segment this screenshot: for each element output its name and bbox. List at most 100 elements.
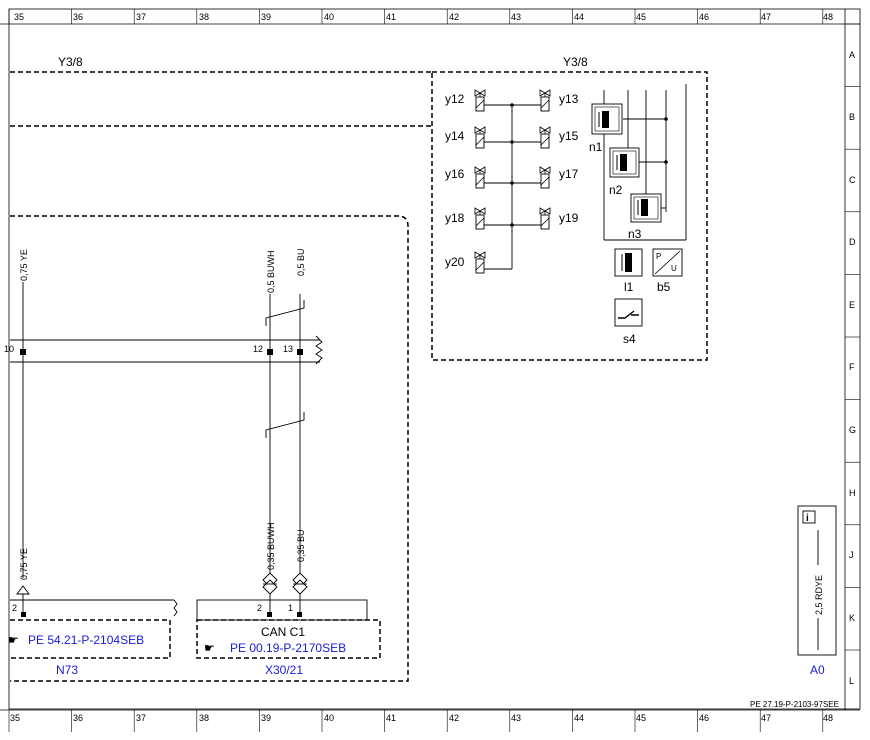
valve-y13 — [539, 89, 551, 112]
col-label: 46 — [699, 713, 709, 723]
plug-symbol — [292, 572, 308, 595]
col-label: 36 — [73, 713, 83, 723]
n73-ref-border — [10, 619, 171, 659]
bus-junctions — [510, 103, 514, 227]
can-box — [196, 594, 368, 621]
col-label: 46 — [699, 12, 709, 22]
col-label: 37 — [136, 12, 146, 22]
sensor-n1 — [591, 103, 623, 135]
component-l1 — [614, 248, 643, 277]
col-label: 40 — [324, 713, 334, 723]
component-label-x30-21: X30/21 — [265, 663, 303, 677]
valve-label-y20: y20 — [445, 255, 465, 269]
valve-y20 — [474, 251, 486, 274]
can-reference-link[interactable]: PE 00.19-P-2170SEB — [230, 641, 346, 655]
valve-label-y14: y14 — [445, 129, 465, 143]
can-c1-label: CAN C1 — [261, 625, 305, 639]
n73-reference-link[interactable]: PE 54.21-P-2104SEB — [28, 633, 144, 647]
valve-label-y17: y17 — [559, 167, 579, 181]
row-label: E — [849, 300, 855, 310]
wire-label-ye-top: 0,75 YE — [19, 249, 29, 281]
pin-label-can-1: 1 — [288, 603, 293, 613]
pin-label-n73-2: 2 — [12, 603, 17, 613]
sensor-label-n1: n1 — [589, 140, 603, 154]
col-label: 45 — [636, 713, 646, 723]
valve-bus — [480, 104, 545, 270]
y3-8-left-boundary — [10, 71, 432, 127]
row-label: K — [849, 613, 855, 623]
col-label: 39 — [261, 12, 271, 22]
valve-y19 — [539, 207, 551, 230]
col-label: 40 — [324, 12, 334, 22]
column-labels-bottom: 35 36 37 38 39 40 41 42 43 44 45 46 47 4… — [10, 713, 833, 723]
row-labels: A B C D E F G H J K L — [849, 50, 856, 686]
col-label: 36 — [73, 12, 83, 22]
col-label: 43 — [511, 713, 521, 723]
col-label: 42 — [449, 12, 459, 22]
col-label: 38 — [199, 713, 209, 723]
y3-8-right-boundary — [431, 71, 708, 361]
y3-8-left-label: Y3/8 — [58, 55, 83, 69]
col-label: 45 — [636, 12, 646, 22]
wire-lines — [22, 282, 305, 578]
can-pins — [267, 612, 302, 617]
valve-y12 — [474, 89, 486, 112]
row-label: A — [849, 50, 855, 60]
valve-label-y16: y16 — [445, 167, 465, 181]
wire-label-ye-bottom: 0,75 YE — [19, 548, 29, 580]
component-label-l1: l1 — [624, 280, 634, 294]
a0-box — [797, 505, 837, 656]
valve-label-y19: y19 — [559, 211, 579, 225]
col-label: 41 — [386, 713, 396, 723]
wire-label-buwh-top: 0,5 BUWH — [266, 250, 276, 293]
hand-pointer-icon: ☛ — [8, 633, 19, 647]
plug-symbol — [262, 572, 278, 595]
col-label: 35 — [10, 713, 20, 723]
n73-pin — [21, 612, 26, 617]
wire-label-bu-bottom: 0,35 BU — [296, 529, 306, 562]
document-reference: PE 27.19-P-2103-97SEE — [750, 700, 839, 709]
col-label: 44 — [574, 713, 584, 723]
col-label: 37 — [136, 713, 146, 723]
sensor-label-n3: n3 — [628, 227, 642, 241]
sensor-wiring — [603, 84, 687, 241]
row-ticks — [845, 23, 860, 651]
can-ref-border — [196, 619, 381, 659]
wire-label-rdye: 2,5 RDYE — [814, 575, 824, 615]
row-label: G — [849, 425, 856, 435]
column-ticks — [8, 9, 824, 732]
sensor-label-n2: n2 — [609, 183, 623, 197]
info-icon[interactable]: i — [806, 513, 809, 524]
col-label: 48 — [823, 713, 833, 723]
sensor-n3 — [630, 193, 662, 223]
row-label: F — [849, 362, 855, 372]
pin-label-can-2: 2 — [257, 603, 262, 613]
valve-y14 — [474, 126, 486, 149]
valve-label-y18: y18 — [445, 211, 465, 225]
wire-label-buwh-bottom: 0,35 BUWH — [266, 522, 276, 570]
b5-u-mark: U — [671, 264, 677, 273]
sensor-junctions — [664, 117, 668, 164]
component-label-b5: b5 — [657, 280, 671, 294]
row-label: B — [849, 112, 855, 122]
drawing-frame — [0, 8, 861, 711]
lower-boundary — [10, 215, 409, 682]
valve-label-y15: y15 — [559, 129, 579, 143]
col-label: 48 — [823, 12, 833, 22]
y3-8-right-label: Y3/8 — [563, 55, 588, 69]
hand-pointer-icon: ☛ — [204, 641, 215, 655]
row-label: H — [849, 488, 856, 498]
sensor-n2 — [609, 147, 640, 178]
row-label: C — [849, 175, 856, 185]
valve-y16 — [474, 166, 486, 189]
row-label: L — [849, 676, 854, 686]
wire-label-bu-top: 0,5 BU — [296, 248, 306, 276]
col-label: 47 — [761, 12, 771, 22]
column-labels-top: 35 36 37 38 39 40 41 42 43 44 45 46 47 4… — [14, 12, 833, 22]
col-label: 44 — [574, 12, 584, 22]
pin-label-13: 13 — [283, 344, 293, 354]
col-label: 43 — [511, 12, 521, 22]
valve-y15 — [539, 126, 551, 149]
